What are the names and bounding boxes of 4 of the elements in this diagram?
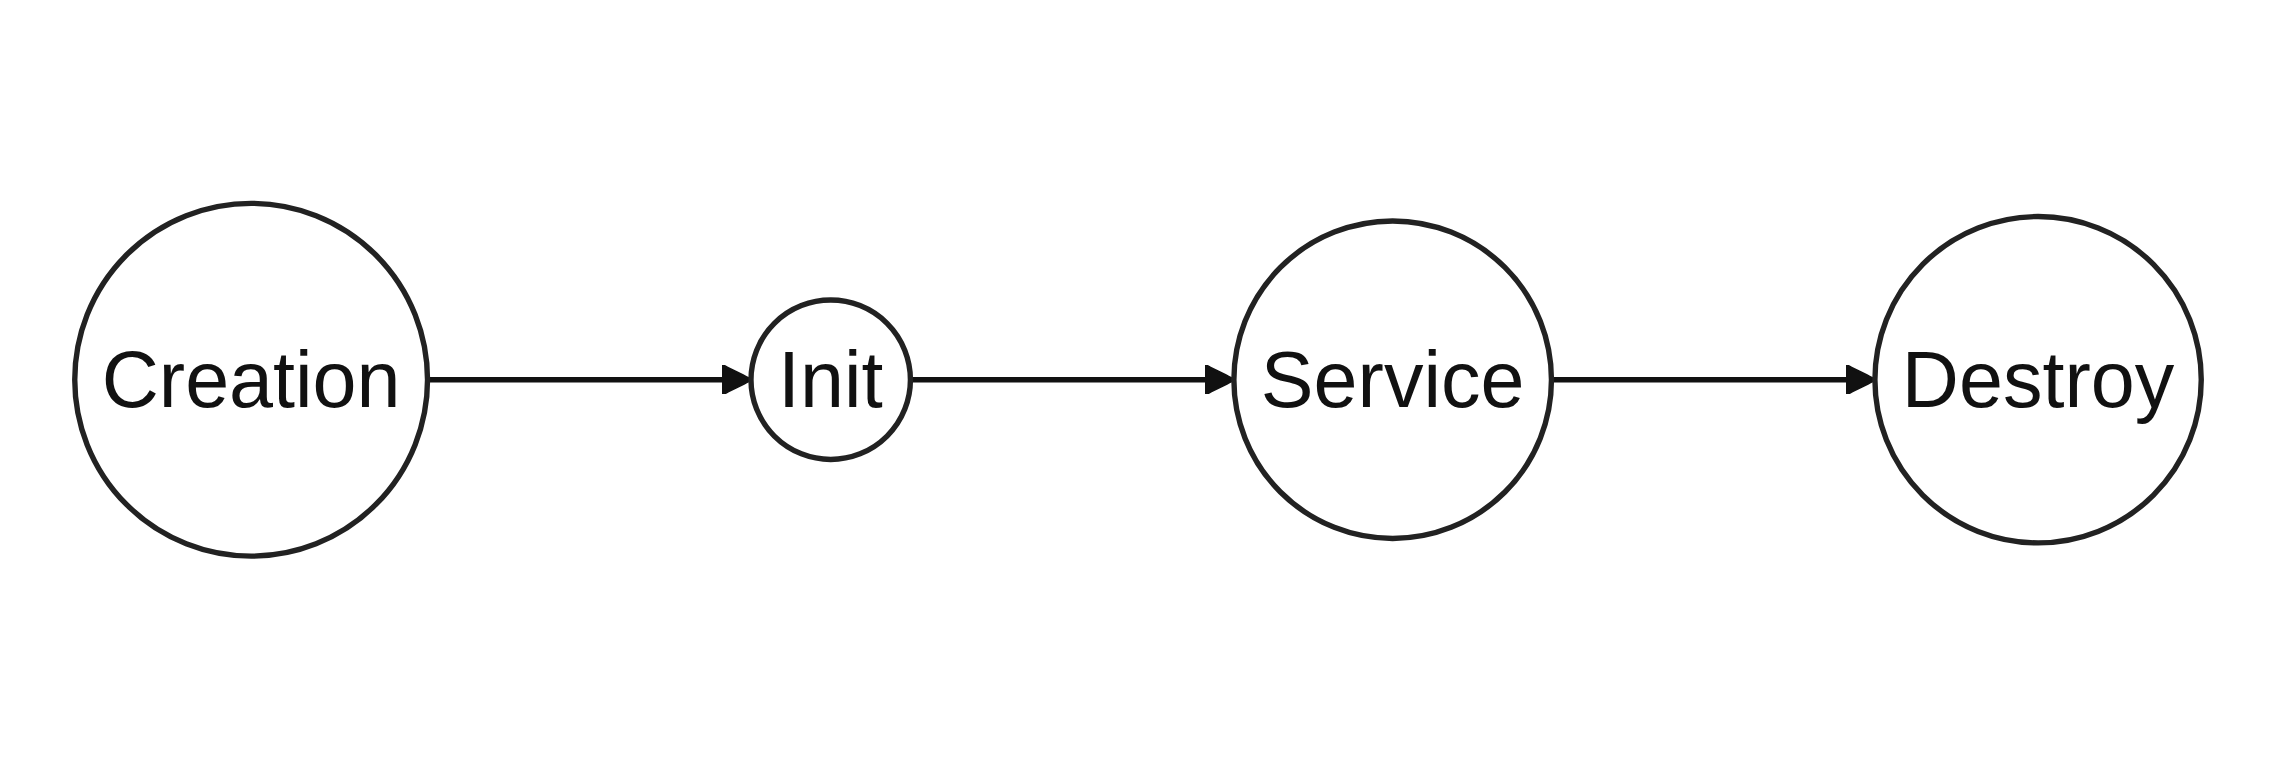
node-circle: Destroy xyxy=(1871,213,2204,546)
node-circle: Creation xyxy=(71,200,430,559)
node-circle: Init xyxy=(747,297,913,462)
node-circle: Service xyxy=(1230,218,1554,541)
